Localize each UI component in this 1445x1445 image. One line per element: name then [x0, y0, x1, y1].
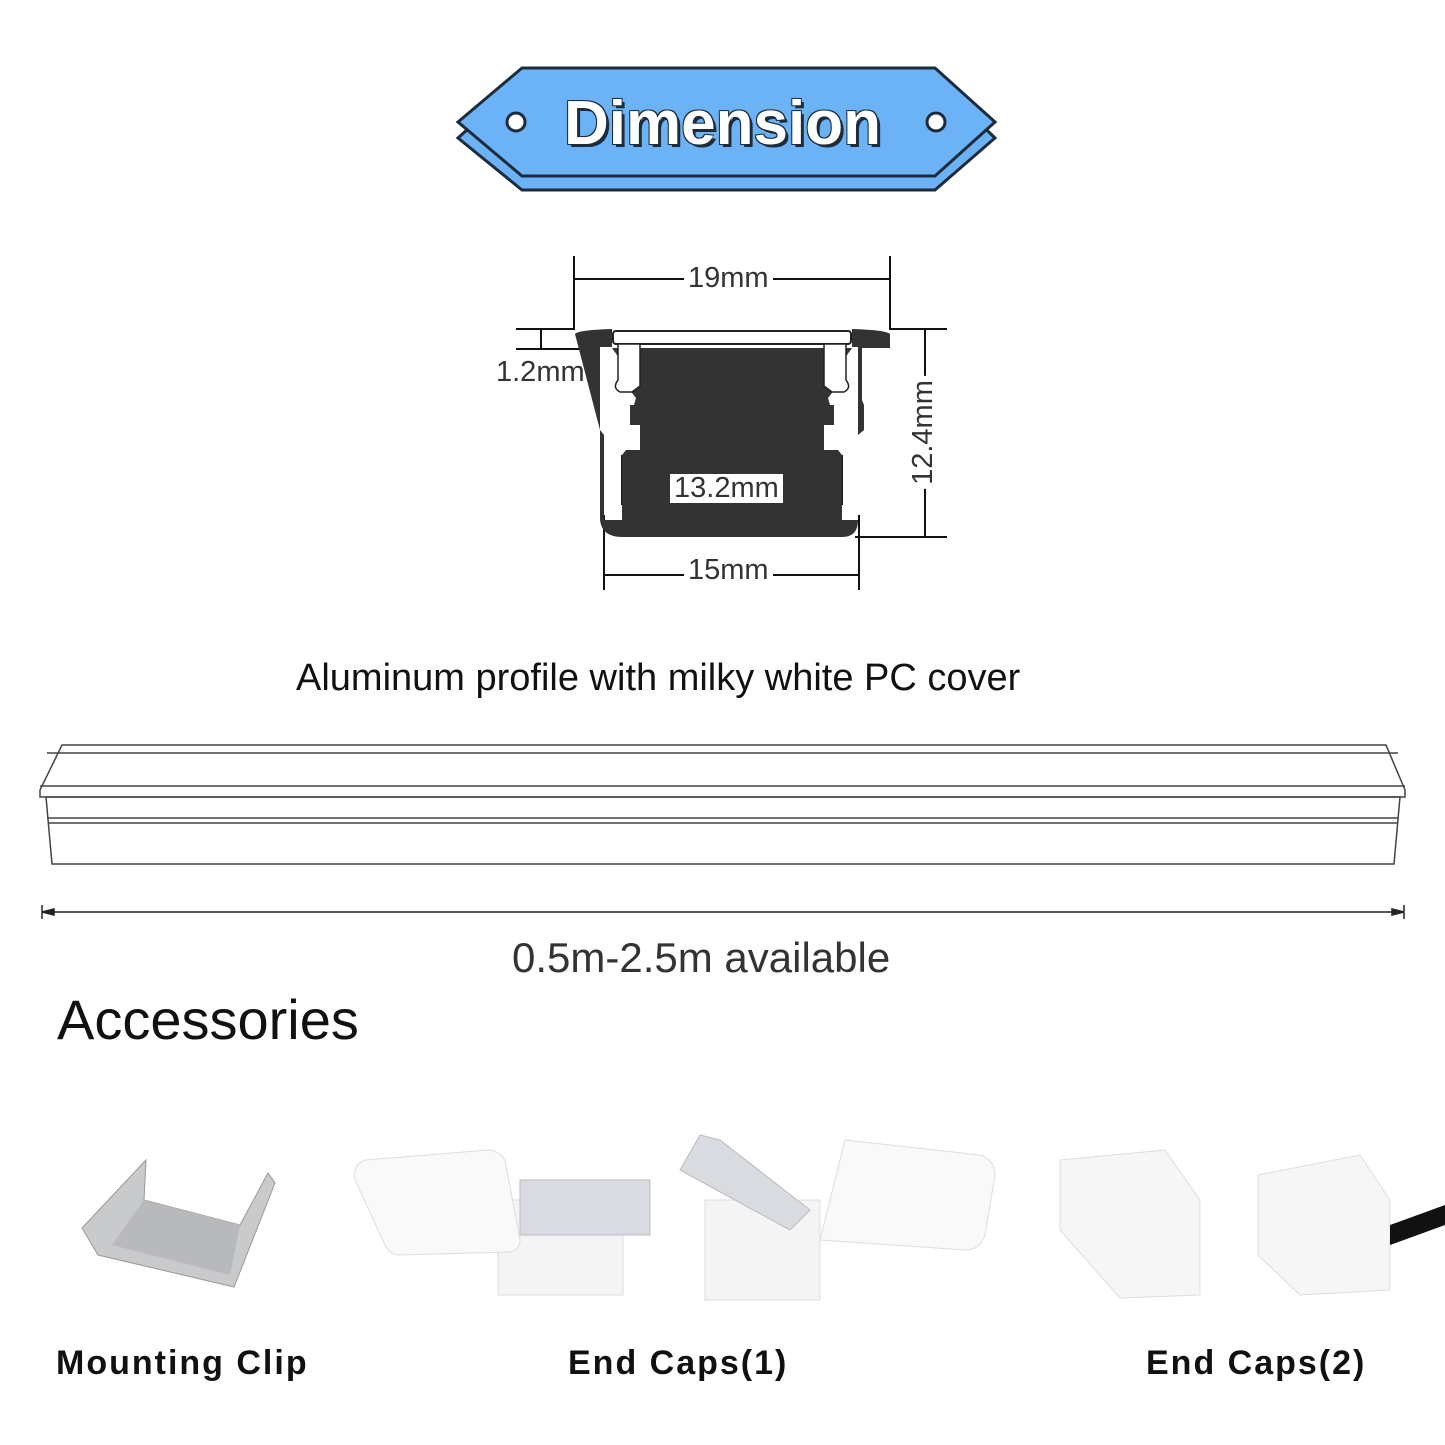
banner-title: Dimension [564, 89, 881, 158]
end-caps-1-image [354, 1134, 996, 1301]
end-caps-2-image [1059, 1149, 1445, 1299]
dim-inner-width: 13.2mm [670, 474, 783, 503]
label-mounting-clip: Mounting Clip [56, 1344, 309, 1382]
profile-caption: Aluminum profile with milky white PC cov… [296, 657, 1021, 699]
banner-dot-left [505, 111, 527, 133]
mounting-clip-image [81, 1158, 276, 1288]
dimension-banner [455, 66, 998, 192]
label-end-caps-2: End Caps(2) [1146, 1344, 1367, 1382]
length-caption: 0.5m-2.5m available [512, 934, 891, 981]
pc-cover [612, 330, 852, 345]
dim-top-width: 19mm [684, 264, 773, 293]
profile-side-view [39, 744, 1406, 865]
dim-flange-thickness: 1.2mm [496, 356, 585, 388]
accessories-heading: Accessories [57, 988, 359, 1051]
dim-height: 12.4mm [907, 376, 939, 489]
length-arrow [41, 905, 1405, 919]
banner-dot-right [925, 111, 947, 133]
dim-bottom-width: 15mm [684, 556, 773, 585]
label-end-caps-1: End Caps(1) [568, 1344, 789, 1382]
profile-cross-section [575, 329, 890, 537]
